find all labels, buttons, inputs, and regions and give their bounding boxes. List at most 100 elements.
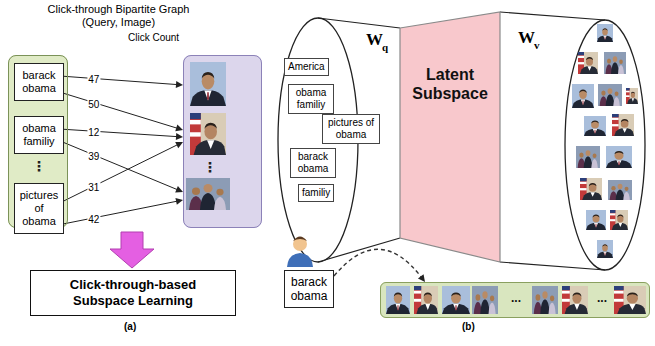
click-edge [64, 93, 177, 128]
arrow-head [418, 274, 425, 282]
block-arrow [110, 232, 154, 268]
photo [186, 178, 230, 210]
node-text: familiy [302, 187, 330, 199]
node-text: obama familiy [17, 122, 61, 148]
label-holder: (b) [462, 321, 475, 333]
photo [586, 210, 606, 230]
subspace-outline [398, 10, 502, 264]
photo [614, 286, 646, 314]
node-text: Click-through-based Subspace Learning [53, 277, 213, 309]
photo [626, 88, 638, 104]
image-group: ⋮ [183, 55, 262, 228]
node-text: ⋮ [203, 159, 217, 175]
node-text: pictures of obama [326, 117, 376, 141]
photo [612, 114, 634, 136]
photo [606, 146, 632, 168]
text-holder: ... [591, 291, 613, 305]
label-holder: q [382, 41, 388, 53]
click-count: 31 [87, 182, 100, 193]
edge-label-holder: 50 [87, 94, 100, 112]
projection-lines [318, 12, 605, 270]
photo [598, 84, 622, 106]
photo [597, 24, 613, 42]
click-edge [64, 129, 177, 136]
arrow-head [176, 133, 183, 140]
panel-label: (b) [462, 321, 475, 332]
query-flow-arrow [334, 249, 421, 277]
click-count: 42 [87, 214, 100, 225]
query-box: barack obama [14, 63, 64, 101]
label-holder: Click Count [128, 32, 179, 44]
photo [572, 84, 594, 108]
user-icon [293, 237, 307, 242]
label-holder: (a) [124, 321, 136, 333]
photo [576, 146, 600, 168]
matrix-symbol: W [518, 28, 535, 47]
arrow-head [175, 125, 183, 132]
photo [386, 286, 410, 314]
click-count: 39 [87, 151, 100, 162]
node-text: barack obama [294, 151, 332, 175]
user-icon [287, 253, 313, 267]
node-text: America [288, 61, 325, 73]
photo [578, 52, 598, 74]
query-group: ⋮ barack obama obama familiy pictures of ob… [8, 55, 68, 228]
note-label: Click Count [128, 32, 179, 43]
photo [580, 178, 602, 200]
photo [608, 180, 632, 200]
node-text: ⋮ [32, 158, 46, 174]
node-text: pictures of obama [17, 189, 61, 228]
strip-fill [380, 282, 650, 318]
photo [562, 286, 588, 314]
query-box: obama familiy [288, 84, 334, 114]
text-holder: ⋮ [190, 159, 230, 175]
photo [472, 286, 498, 314]
edge-label-holder: 31 [87, 177, 100, 195]
arrow-head [175, 198, 183, 205]
user-icon [293, 237, 307, 251]
query-box: America [284, 58, 329, 76]
subspace-shape: Latent Subspace [398, 10, 502, 264]
matrix-symbol: W [366, 30, 383, 49]
photo [190, 113, 226, 155]
text-holder: ... [503, 291, 529, 305]
photo [604, 52, 626, 74]
photo [584, 116, 606, 136]
query-box: pictures of obama [14, 183, 64, 234]
query-box: barack obama [290, 148, 336, 178]
method-box: Click-through-based Subspace Learning [30, 270, 236, 316]
click-edge [64, 201, 177, 224]
diagram-title: Click-through Bipartite Graph (Query, Im… [48, 3, 190, 28]
arrow-head [175, 186, 183, 192]
result-strip: ...... [380, 282, 650, 318]
node-text: ... [597, 291, 607, 305]
query-box: obama familiy [14, 116, 64, 154]
node-text: barack obama [17, 69, 61, 95]
node-text: barack obama [287, 275, 331, 303]
matrix-subscript: q [382, 41, 388, 53]
image-space [565, 20, 645, 270]
click-count: 47 [87, 74, 100, 85]
click-edge [64, 143, 177, 190]
edge-label-holder: 47 [87, 69, 100, 87]
photo [442, 286, 470, 314]
click-count: 50 [87, 99, 100, 110]
photo [414, 286, 438, 314]
group-fill [183, 55, 262, 228]
node-text: obama familiy [292, 87, 330, 111]
query-box: pictures of obama [322, 114, 380, 144]
click-edge [64, 145, 178, 201]
node-text: Latent Subspace [412, 66, 488, 102]
label-holder: W [366, 30, 383, 49]
photo [597, 240, 613, 258]
subspace-outline [400, 12, 500, 262]
click-edge [64, 76, 177, 84]
edge-label-holder: 39 [87, 146, 100, 164]
query-box: familiy [298, 184, 334, 202]
text-holder: Latent Subspace [400, 65, 500, 103]
user-query-box: barack obama [284, 270, 334, 308]
panel-label: (a) [124, 321, 136, 332]
arrow-head [175, 142, 183, 148]
edge-label-holder: 42 [87, 209, 100, 227]
